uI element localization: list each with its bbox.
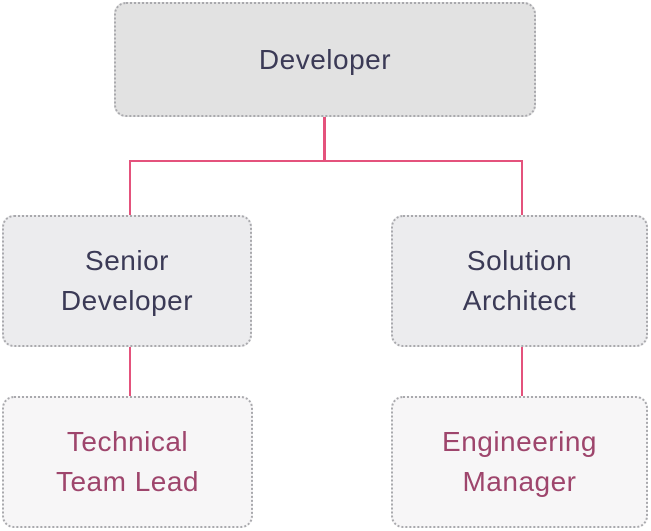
node-solution-architect: Solution Architect <box>391 215 648 347</box>
edge-to-senior-developer <box>129 160 131 215</box>
edge-developer-stem <box>323 117 326 162</box>
node-engineering-manager: Engineering Manager <box>391 396 648 528</box>
edge-crossbar <box>129 160 523 162</box>
node-technical-team-lead: Technical Team Lead <box>2 396 253 528</box>
node-developer: Developer <box>114 2 536 117</box>
node-senior-developer: Senior Developer <box>2 215 252 347</box>
edge-to-solution-architect <box>521 160 523 215</box>
edge-senior-dev-to-tech-team-lead <box>129 347 131 396</box>
edge-sol-architect-to-eng-manager <box>521 347 523 396</box>
